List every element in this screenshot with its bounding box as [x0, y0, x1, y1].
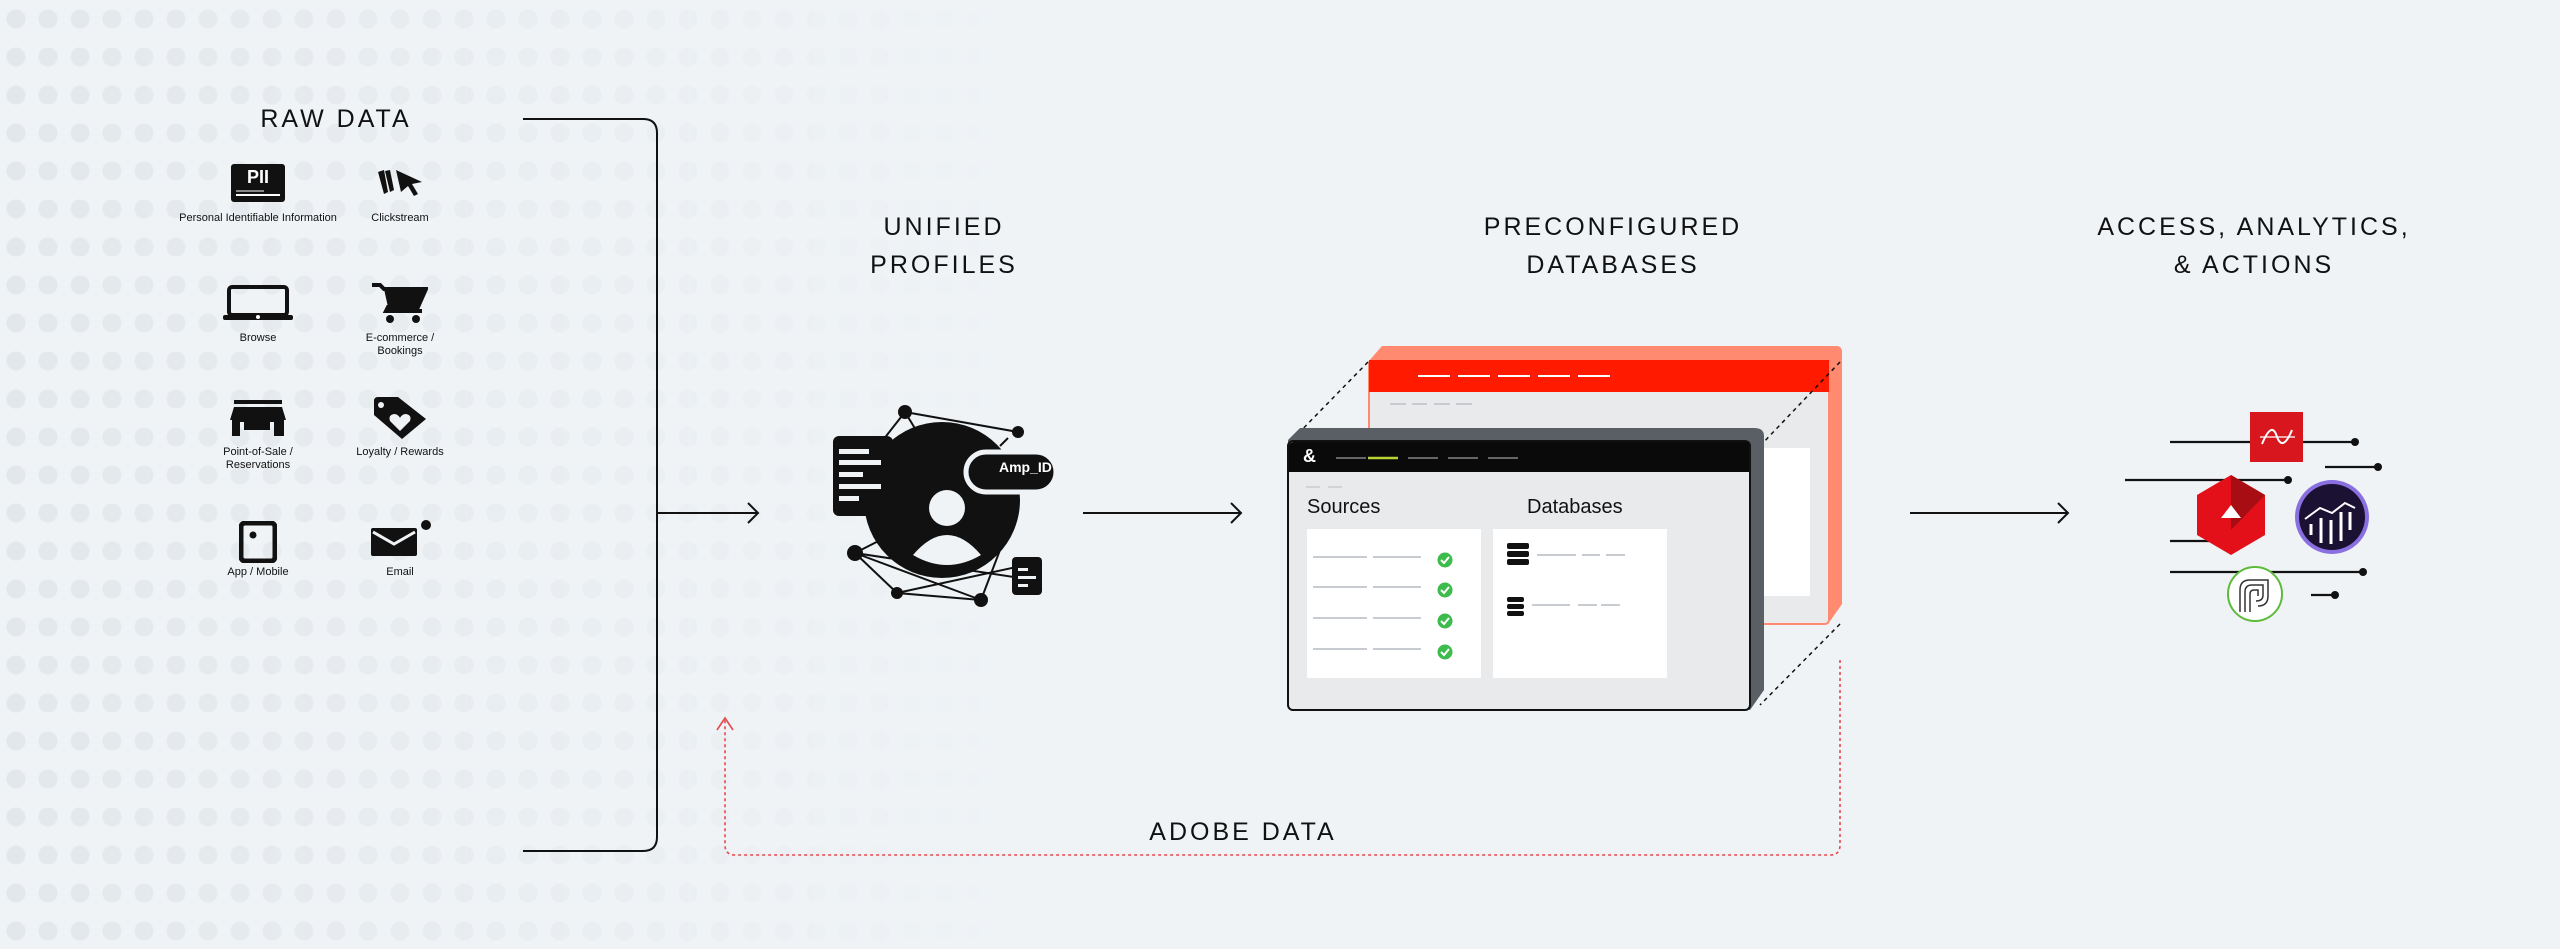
source-label: App / Mobile: [227, 566, 289, 578]
amp-id-badge: Amp_ID: [999, 459, 1052, 475]
mobile-icon: [239, 521, 277, 563]
adobe-data-label: ADOBE DATA: [1149, 818, 1337, 846]
ampersand-logo: &: [1303, 446, 1316, 466]
source-rows: [1313, 554, 1625, 650]
shopping-cart-icon: [372, 283, 428, 323]
source-label: Clickstream: [371, 212, 429, 224]
heart-tag-icon: [374, 397, 426, 439]
access-analytics-actions-heading: ACCESS, ANALYTICS,& ACTIONS: [2097, 213, 2411, 279]
cursor-click-icon: [378, 170, 422, 196]
perspective-lines: [1289, 361, 1841, 706]
databases-title: Databases: [1527, 496, 1623, 518]
arrow-to-profiles: [657, 502, 760, 524]
check-icons: [1437, 552, 1453, 660]
pipeline-logo: [2227, 566, 2283, 622]
source-label: Loyalty / Rewards: [356, 446, 444, 458]
front-window: [1287, 428, 1764, 711]
feedback-arrowhead: [716, 716, 734, 731]
source-label: Browse: [239, 332, 277, 344]
adobe-campaign-logo: [2250, 412, 2303, 462]
sources-title: Sources: [1307, 496, 1381, 518]
email-icon: [371, 520, 431, 556]
laptop-icon: [223, 285, 293, 320]
source-label: E-commerce / Bookings: [365, 332, 435, 357]
source-label: Email: [386, 566, 414, 578]
arrow-to-databases: [1083, 502, 1243, 524]
database-icons: [1507, 543, 1529, 616]
raw-data-bracket: [523, 118, 658, 852]
pii-icon: PII: [231, 164, 285, 202]
adobe-analytics-logo: [2295, 480, 2369, 554]
adobe-data-feedback-line: [724, 660, 1841, 856]
storefront-icon: [230, 400, 286, 436]
svg-text:PII: PII: [247, 167, 269, 187]
source-label: Personal Identifiable Information: [179, 212, 337, 224]
raw-data-heading: RAW DATA: [260, 105, 412, 133]
adobe-target-logo: [2197, 475, 2265, 555]
arrow-to-access: [1910, 502, 2070, 524]
source-label: Point-of-Sale / Reservations: [223, 446, 293, 471]
